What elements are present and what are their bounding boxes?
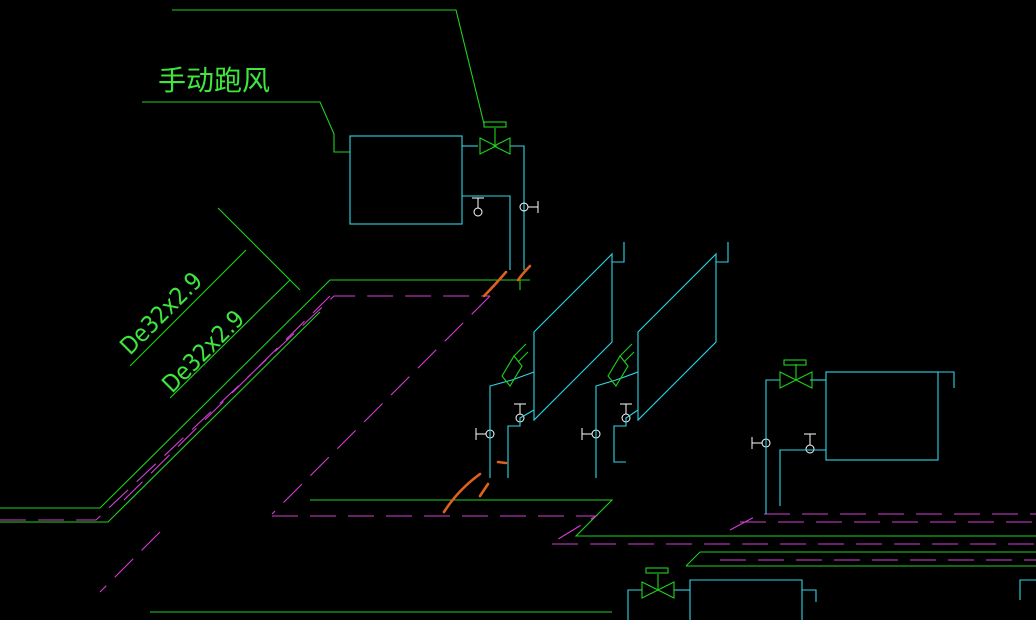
radiator-right[interactable]: [765, 371, 955, 514]
radiator-slanted-1[interactable]: [489, 242, 625, 478]
radiator-slanted-2[interactable]: [595, 242, 729, 478]
supply-pipe-network[interactable]: [0, 279, 1036, 613]
thermostatic-valve-1[interactable]: [501, 343, 529, 387]
return-pipe-network[interactable]: [0, 295, 1036, 593]
thermostatic-valve-2[interactable]: [607, 343, 635, 387]
valve-bottom[interactable]: [641, 567, 675, 599]
review-markup-strokes: [442, 264, 532, 514]
annotation-leaders: [129, 9, 485, 399]
manual-vent-label: 手动跑风: [158, 64, 270, 97]
radiator-top[interactable]: [349, 135, 525, 270]
vent-valve-top[interactable]: [479, 121, 511, 155]
valve-right[interactable]: [779, 359, 813, 389]
cock-symbols: [472, 197, 816, 454]
radiator-bottom[interactable]: [627, 579, 1036, 620]
